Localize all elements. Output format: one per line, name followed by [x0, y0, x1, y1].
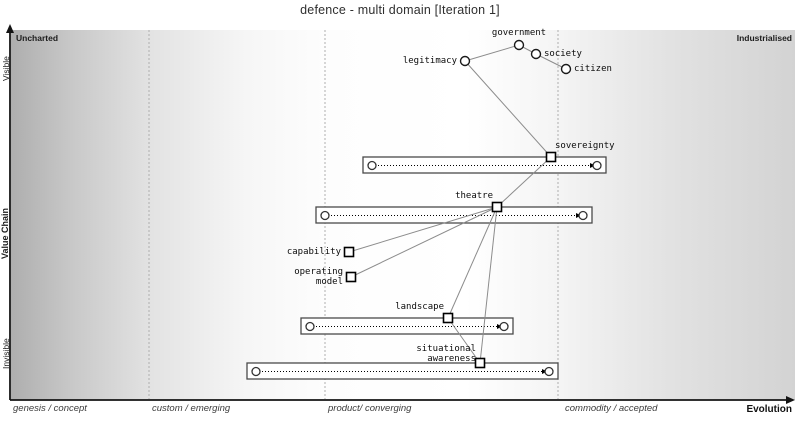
pipeline-start-node-theatre[interactable] — [320, 210, 330, 221]
stage-label-0: genesis / concept — [13, 403, 87, 414]
stage-label-3: commodity / accepted — [565, 403, 658, 414]
edge-legitimacy-to-government — [464, 44, 520, 62]
pipeline-end-node-sovereignty[interactable] — [592, 160, 602, 171]
node-label-landscape: landscape — [395, 302, 444, 312]
node-label-legitimacy: legitimacy — [402, 56, 457, 66]
node-legitimacy[interactable] — [459, 55, 471, 67]
node-label-theatre: theatre — [455, 191, 493, 201]
node-operating-model[interactable] — [345, 271, 357, 283]
uncharted-label: Uncharted — [16, 33, 59, 43]
stage-label-1: custom / emerging — [152, 403, 231, 414]
node-label-citizen: citizen — [574, 64, 612, 74]
edge-society-to-citizen — [535, 53, 567, 70]
map-title: defence - multi domain [Iteration 1] — [300, 3, 500, 17]
stage-label-2: product/ converging — [328, 403, 412, 414]
node-capability[interactable] — [343, 246, 355, 258]
pipeline-end-node-situational-awareness[interactable] — [544, 366, 554, 377]
industrialised-label: Industrialised — [736, 33, 792, 43]
node-society[interactable] — [530, 48, 542, 60]
edge-theatre-to-landscape — [447, 206, 498, 319]
node-label-society: society — [544, 49, 582, 59]
node-government[interactable] — [513, 39, 525, 51]
edge-theatre-to-operating-model — [350, 206, 498, 278]
node-label-sovereignty: sovereignty — [555, 141, 615, 151]
node-sovereignty[interactable] — [545, 151, 557, 163]
node-situational-awareness[interactable] — [474, 357, 486, 369]
node-landscape[interactable] — [442, 312, 454, 324]
edge-theatre-to-situational-awareness — [479, 206, 498, 364]
node-citizen[interactable] — [560, 63, 572, 75]
pipeline-start-node-landscape[interactable] — [305, 321, 315, 332]
edge-landscape-to-situational-awareness — [447, 317, 481, 364]
edge-theatre-to-capability — [348, 206, 498, 253]
node-label-government: government — [491, 28, 547, 38]
pipeline-end-node-theatre[interactable] — [578, 210, 588, 221]
value-chain-axis-arrowhead — [6, 24, 14, 33]
edge-sovereignty-to-theatre — [496, 156, 552, 208]
pipeline-end-node-landscape[interactable] — [499, 321, 509, 332]
node-label-operating-model: operating model — [294, 267, 343, 287]
node-label-capability: capability — [286, 247, 341, 257]
pipeline-sovereignty[interactable] — [362, 156, 607, 174]
pipeline-start-node-sovereignty[interactable] — [367, 160, 377, 171]
pipeline-start-node-situational-awareness[interactable] — [251, 366, 261, 377]
node-theatre[interactable] — [491, 201, 503, 213]
edge-legitimacy-to-sovereignty — [464, 60, 552, 158]
node-label-situational-awareness: situational awareness — [416, 344, 476, 364]
evolution-axis-arrowhead — [786, 396, 795, 404]
evolution-label: Evolution — [746, 404, 792, 415]
